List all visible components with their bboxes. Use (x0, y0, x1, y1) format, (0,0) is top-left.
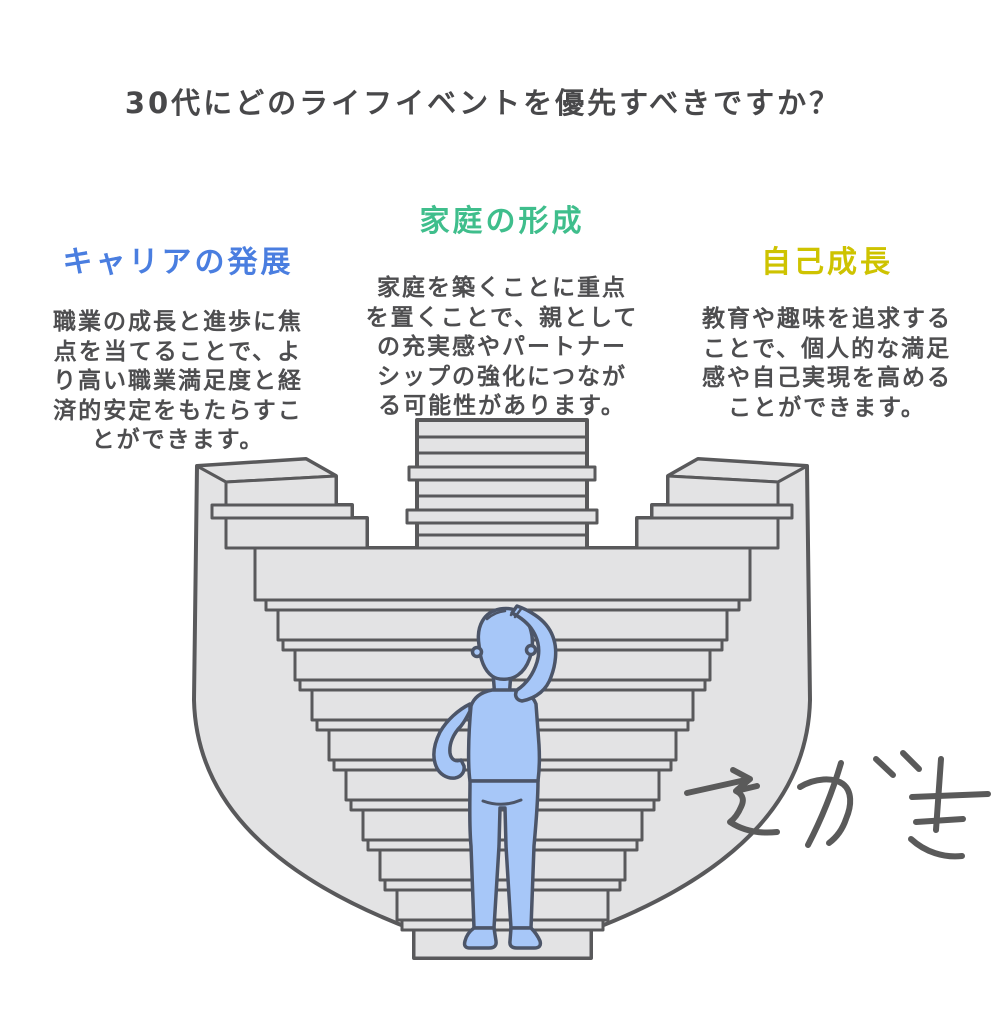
text-line: る可能性があります。 (378, 393, 626, 419)
person-right-ear (524, 643, 538, 657)
text-line: 教育や趣味を追求する (702, 306, 952, 332)
option-selfgrowth-description: 教育や趣味を追求する ことで、個人的な満足 感や自己実現を高める ことができます… (672, 305, 982, 423)
person-left-ear (470, 645, 484, 659)
text-line: り高い職業満足度と経 (53, 368, 303, 394)
handwritten-note (727, 750, 991, 860)
option-selfgrowth: 自己成長 教育や趣味を追求する ことで、個人的な満足 感や自己実現を高める こと… (672, 244, 982, 423)
person-seat-line (481, 798, 523, 806)
person-right-shoe (508, 926, 543, 950)
person-hair-line (485, 609, 507, 621)
text-line: 職業の成長と進歩に焦 (53, 309, 303, 335)
page-title: 30代にどのライフイベントを優先すべきですか？ (124, 86, 842, 120)
option-family-heading: 家庭の形成 (419, 204, 585, 239)
text-line: 感や自己実現を高める (702, 365, 952, 391)
option-family-description: 家庭を築くことに重点 を置くことで、親として の充実感やパートナー シップの強化… (350, 274, 654, 422)
option-selfgrowth-heading: 自己成長 (761, 245, 893, 280)
person-left-shoe (462, 926, 498, 950)
text-line: ことができます。 (728, 394, 926, 421)
right-tower (635, 457, 809, 550)
person-figure (432, 604, 558, 950)
option-career-description: 職業の成長と進歩に焦 点を当てることで、よ り高い職業満足度と経 済的安定をもた… (28, 308, 328, 456)
text-line: 点を当てることで、よ (53, 338, 303, 365)
left-tower (195, 457, 369, 550)
option-career: キャリアの発展 職業の成長と進歩に焦 点を当てることで、よ り高い職業満足度と経… (28, 244, 328, 456)
handwriting-sketch: てがき (684, 750, 991, 860)
person-torso (466, 688, 542, 783)
center-tower (405, 435, 599, 537)
text-line: とができます。 (91, 427, 265, 453)
person-pants (468, 779, 540, 930)
person-fingers (509, 605, 523, 619)
text-line: 家庭を築くことに重点 (377, 275, 627, 301)
option-family: 家庭の形成 家庭を築くことに重点 を置くことで、親として の充実感やパートナー … (350, 203, 654, 422)
text-line: ことで、個人的な満足 (702, 335, 952, 362)
text-line: シップの強化につなが (377, 363, 627, 390)
person-left-arm (432, 702, 472, 780)
option-career-heading: キャリアの発展 (62, 245, 294, 280)
person-head (476, 606, 535, 681)
text-line: の充実感やパートナー (377, 334, 627, 360)
text-line: を置くことで、親として (365, 304, 639, 331)
text-line: 済的安定をもたらすこ (53, 397, 303, 424)
